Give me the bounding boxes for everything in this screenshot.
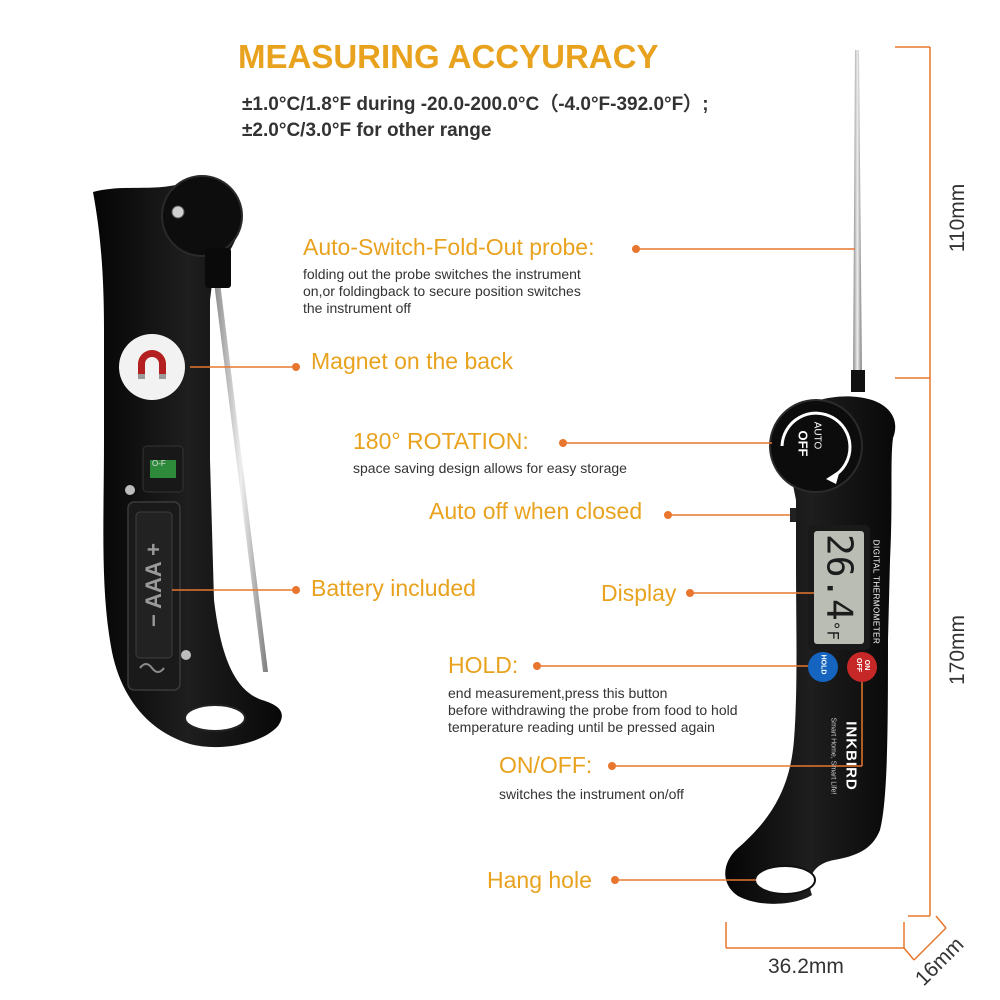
hold-feature-desc: end measurement,press this button before… <box>448 685 738 736</box>
battery-leader-dot <box>292 586 300 594</box>
hold-desc-line-1: end measurement,press this button <box>448 685 668 701</box>
back-hang-hole <box>184 704 246 732</box>
onoff-feature-title: ON/OFF: <box>499 752 593 778</box>
battery-label: − AAA + <box>141 543 167 627</box>
back-probe <box>214 282 268 672</box>
brand-slogan: Smart Home, Smart Life! <box>829 717 837 795</box>
width-dimension: 36.2mm <box>768 955 844 978</box>
magnet-icon <box>138 350 166 378</box>
battery-type: AAA <box>141 561 166 609</box>
rotation-leader-dot <box>559 439 567 447</box>
battery-plus: + <box>141 543 166 556</box>
hang-hole-feature: Hang hole <box>487 867 592 893</box>
probe-desc-line-3: the instrument off <box>303 300 411 316</box>
accuracy-spec-line-2: ±2.0°C/3.0°F for other range <box>242 120 492 141</box>
leader-lines <box>172 248 863 881</box>
battery-minus: − <box>141 614 166 627</box>
digital-thermometer-label: DIGITAL THERMOMETER <box>871 539 881 645</box>
probe-hinge <box>205 248 231 288</box>
back-view-thermometer <box>93 175 282 748</box>
rotation-feature-desc: space saving design allows for easy stor… <box>353 460 627 476</box>
front-body <box>725 396 896 904</box>
auto-off-feature: Auto off when closed <box>429 498 643 524</box>
lcd-unit: °F <box>823 620 843 640</box>
on-off-button-shape <box>847 652 877 682</box>
probe-length-dimension: 110mm <box>946 183 969 253</box>
lcd-reading: 26.4°F <box>819 534 860 640</box>
front-view-thermometer <box>725 50 896 904</box>
body-length-dimension: 170mm <box>946 614 969 686</box>
hold-button-shape <box>808 652 838 682</box>
battery <box>135 511 173 659</box>
probe-desc-line-2: on,or foldingback to secure position swi… <box>303 283 581 299</box>
back-body <box>93 179 282 748</box>
onoff-leader-dot <box>608 762 616 770</box>
hold-button[interactable]: HOLD <box>819 654 827 675</box>
hold-feature-title: HOLD: <box>448 652 519 678</box>
magnet-feature: Magnet on the back <box>311 348 514 374</box>
onoff-feature-desc: switches the instrument on/off <box>499 786 684 802</box>
off-label: OFF <box>795 430 811 457</box>
display-feature: Display <box>601 580 677 606</box>
magnet-sticker <box>119 334 185 400</box>
display-leader-dot <box>686 589 694 597</box>
front-hang-hole <box>754 865 816 895</box>
rotation-feature-title: 180° ROTATION: <box>353 428 529 454</box>
accuracy-spec-line-1: ±1.0°C/1.8°F during -20.0-200.0°C（-4.0°F… <box>242 94 709 115</box>
probe-leader-dot <box>632 245 640 253</box>
hang-leader-dot <box>611 876 619 884</box>
on-off-button[interactable]: ON OFF <box>854 652 870 678</box>
probe-feature-title: Auto-Switch-Fold-Out probe: <box>303 234 595 260</box>
auto-off-arc <box>780 411 852 478</box>
off-button-label: OFF <box>855 658 862 672</box>
back-rotation-disk <box>161 175 243 257</box>
lcd-value: 26.4 <box>818 534 860 621</box>
front-probe <box>853 50 862 380</box>
back-screw <box>171 205 185 219</box>
side-button <box>790 508 796 522</box>
switch-label: O-F <box>152 459 166 468</box>
dimension-lines <box>725 46 947 961</box>
hold-desc-line-2: before withdrawing the probe from food t… <box>448 702 738 718</box>
hold-leader-dot <box>533 662 541 670</box>
hold-desc-line-3: temperature reading until be pressed aga… <box>448 719 715 735</box>
magnet-leader-dot <box>292 363 300 371</box>
auto-off-leader-dot <box>664 511 672 519</box>
probe-feature-desc: folding out the probe switches the instr… <box>303 266 581 317</box>
probe-desc-line-1: folding out the probe switches the instr… <box>303 266 581 282</box>
lcd-screen <box>814 531 864 644</box>
battery-feature: Battery included <box>311 575 476 601</box>
brand-logo: INKBIRD <box>842 721 860 791</box>
page-title: MEASURING ACCYURACY <box>238 38 659 75</box>
auto-label: AUTO <box>811 421 823 450</box>
on-button-label: ON <box>863 659 870 671</box>
